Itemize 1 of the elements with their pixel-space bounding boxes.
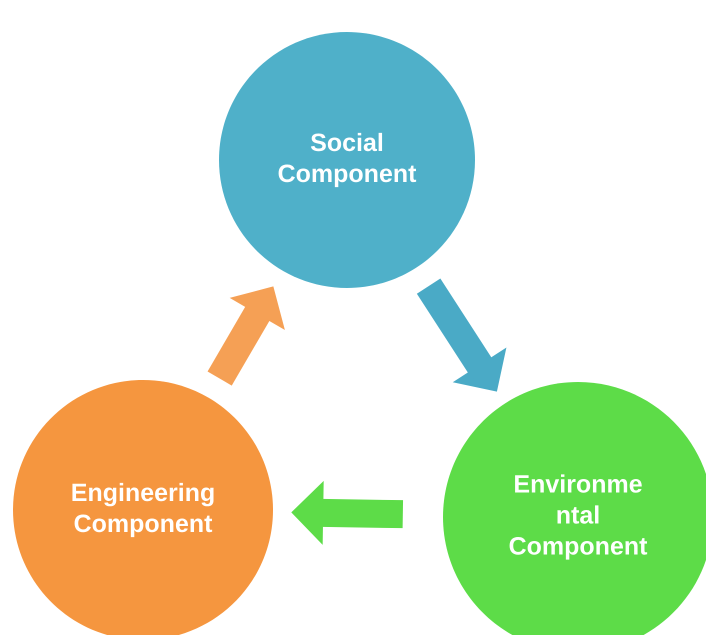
circle-node: Social Component xyxy=(219,32,475,288)
